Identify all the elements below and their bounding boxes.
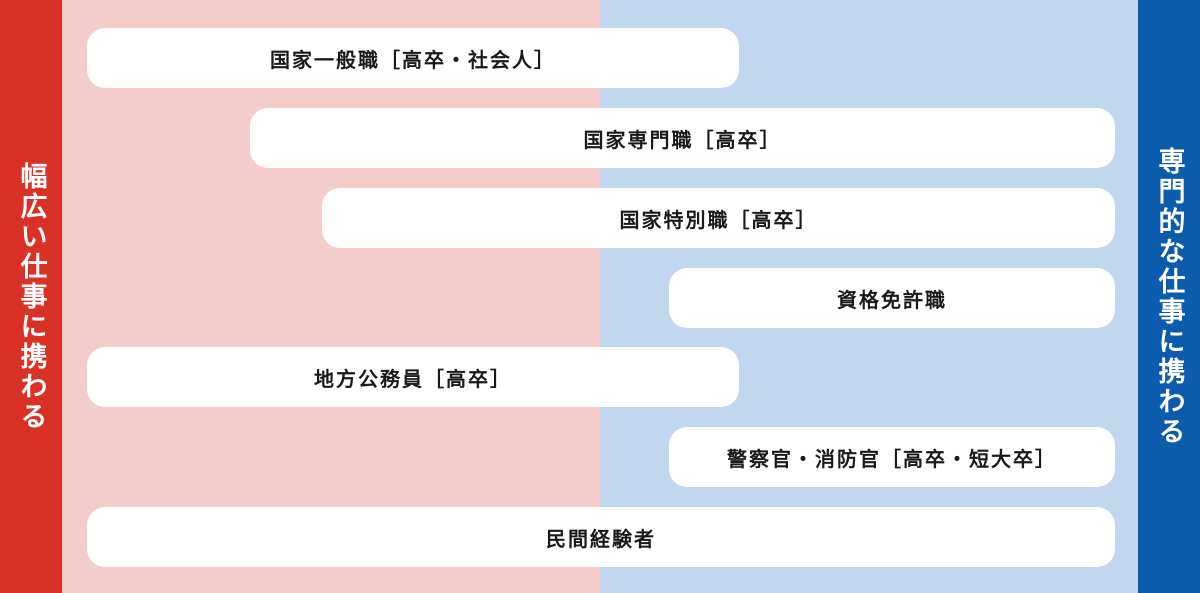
item-label: 民間経験者 [546,526,656,551]
broad-work-label: 幅広い仕事に携わる [15,161,47,432]
item-label: 警察官・消防官［高卒・短大卒］ [727,446,1057,471]
specialized-work-bar: 専門的な仕事に携わる [1138,0,1200,593]
item-national-specialist: 国家専門職［高卒］ [250,108,1115,168]
broad-work-region [62,0,600,593]
item-national-general: 国家一般職［高卒・社会人］ [87,28,739,88]
item-label: 国家一般職［高卒・社会人］ [270,47,556,72]
item-label: 国家特別職［高卒］ [619,207,818,232]
item-police-fire: 警察官・消防官［高卒・短大卒］ [669,427,1115,487]
item-label: 資格免許職 [837,287,947,312]
item-national-special: 国家特別職［高卒］ [322,188,1115,248]
item-licensed-profession: 資格免許職 [669,268,1115,328]
item-local-government: 地方公務員［高卒］ [87,347,739,407]
broad-work-bar: 幅広い仕事に携わる [0,0,62,593]
item-label: 国家専門職［高卒］ [583,127,782,152]
item-private-experience: 民間経験者 [87,507,1115,567]
specialized-work-label: 専門的な仕事に携わる [1153,146,1185,447]
item-label: 地方公務員［高卒］ [314,366,512,391]
